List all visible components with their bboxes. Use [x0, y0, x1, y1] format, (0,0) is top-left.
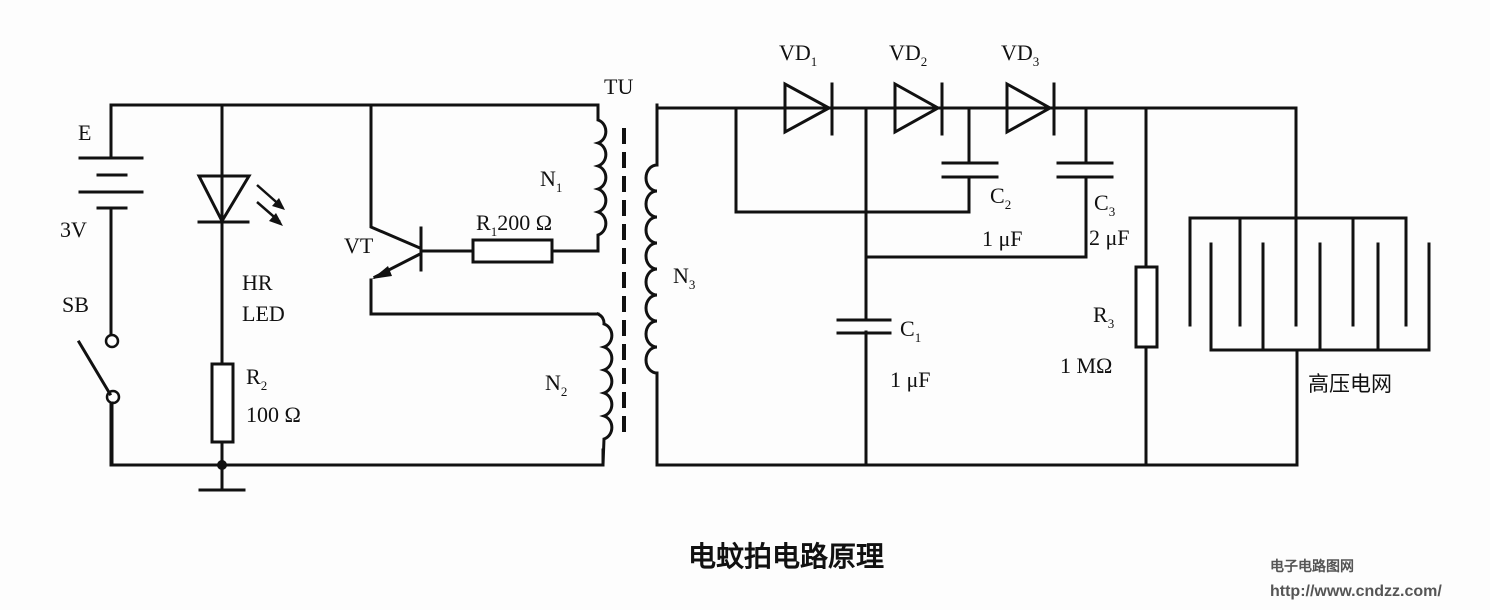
vd1-diode	[783, 81, 834, 136]
c1-ref-label: C1	[900, 316, 921, 345]
vd1-ref-label: VD1	[779, 40, 817, 69]
vd3-diode	[1005, 81, 1056, 136]
r1-ref-label: R1200 Ω	[476, 210, 552, 239]
c2-capacitor	[941, 161, 999, 179]
r2-resistor	[198, 362, 246, 492]
vd3-ref-label: VD3	[1001, 40, 1039, 69]
c3-capacitor	[1056, 161, 1114, 179]
r3-value-label: 1 MΩ	[1060, 353, 1112, 378]
c3-value-label: 2 μF	[1089, 225, 1130, 250]
n2-ref-label: N2	[545, 370, 567, 399]
battery-symbol	[78, 156, 144, 210]
vt-transistor	[369, 103, 600, 316]
led-symbol	[196, 103, 285, 367]
r1-resistor	[471, 238, 600, 264]
led-ref-label-hr: HR	[242, 270, 273, 295]
battery-ref-label: E	[78, 120, 91, 145]
n1-winding	[593, 108, 608, 253]
watermark-url: http://www.cndzz.com/	[1270, 583, 1442, 600]
vt-ref-label: VT	[344, 233, 374, 258]
c1-capacitor	[836, 318, 892, 335]
c1-value-label: 1 μF	[890, 367, 931, 392]
secondary-wires	[655, 106, 1299, 467]
switch-ref-label: SB	[62, 292, 89, 317]
c2-ref-label: C2	[990, 183, 1011, 212]
watermark-site-name: 电子电路图网	[1270, 558, 1354, 575]
vd2-ref-label: VD2	[889, 40, 927, 69]
r2-ref-label: R2	[246, 364, 267, 393]
high-voltage-grid	[1188, 216, 1431, 352]
primary-wires	[109, 103, 605, 467]
n3-winding	[644, 103, 659, 467]
n1-ref-label: N1	[540, 166, 562, 195]
transformer-ref-label: TU	[604, 74, 633, 99]
n3-ref-label: N3	[673, 263, 695, 292]
diagram-title: 电蚊拍电路原理	[688, 540, 884, 573]
vd2-diode	[893, 81, 944, 136]
r2-value-label: 100 Ω	[246, 402, 301, 427]
led-ref-label-led: LED	[242, 301, 285, 326]
battery-voltage-label: 3V	[60, 217, 87, 242]
c2-value-label: 1 μF	[982, 226, 1023, 251]
c3-ref-label: C3	[1094, 190, 1115, 219]
r3-ref-label: R3	[1093, 302, 1114, 331]
n2-winding	[596, 312, 614, 467]
grid-label: 高压电网	[1308, 372, 1392, 396]
r3-resistor	[1134, 265, 1159, 349]
switch-symbol	[76, 333, 121, 467]
